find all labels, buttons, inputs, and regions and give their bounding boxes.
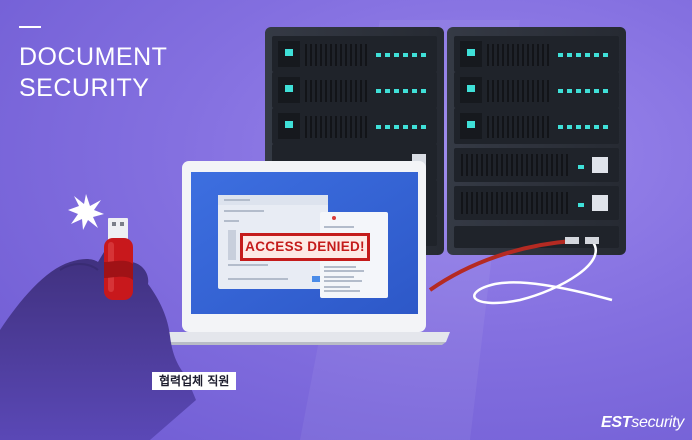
title-line-1: DOCUMENT bbox=[19, 43, 168, 71]
brand-logo-bold: EST bbox=[601, 414, 632, 431]
usb-drive-icon bbox=[104, 218, 133, 300]
caption-label: 협력업체 직원 bbox=[152, 372, 237, 390]
access-denied-alert: ACCESS DENIED! bbox=[240, 233, 370, 261]
brand-logo: ESTsecurity bbox=[601, 414, 684, 432]
cable-icon bbox=[428, 237, 613, 305]
server-rack-icon bbox=[447, 27, 626, 255]
title-line-2: SECURITY bbox=[19, 74, 150, 102]
title-dash bbox=[19, 26, 41, 28]
page-title: DOCUMENT SECURITY bbox=[19, 42, 167, 104]
spark-icon bbox=[68, 194, 104, 230]
hand-silhouette-icon bbox=[0, 241, 196, 440]
brand-logo-rest: security bbox=[631, 414, 684, 431]
